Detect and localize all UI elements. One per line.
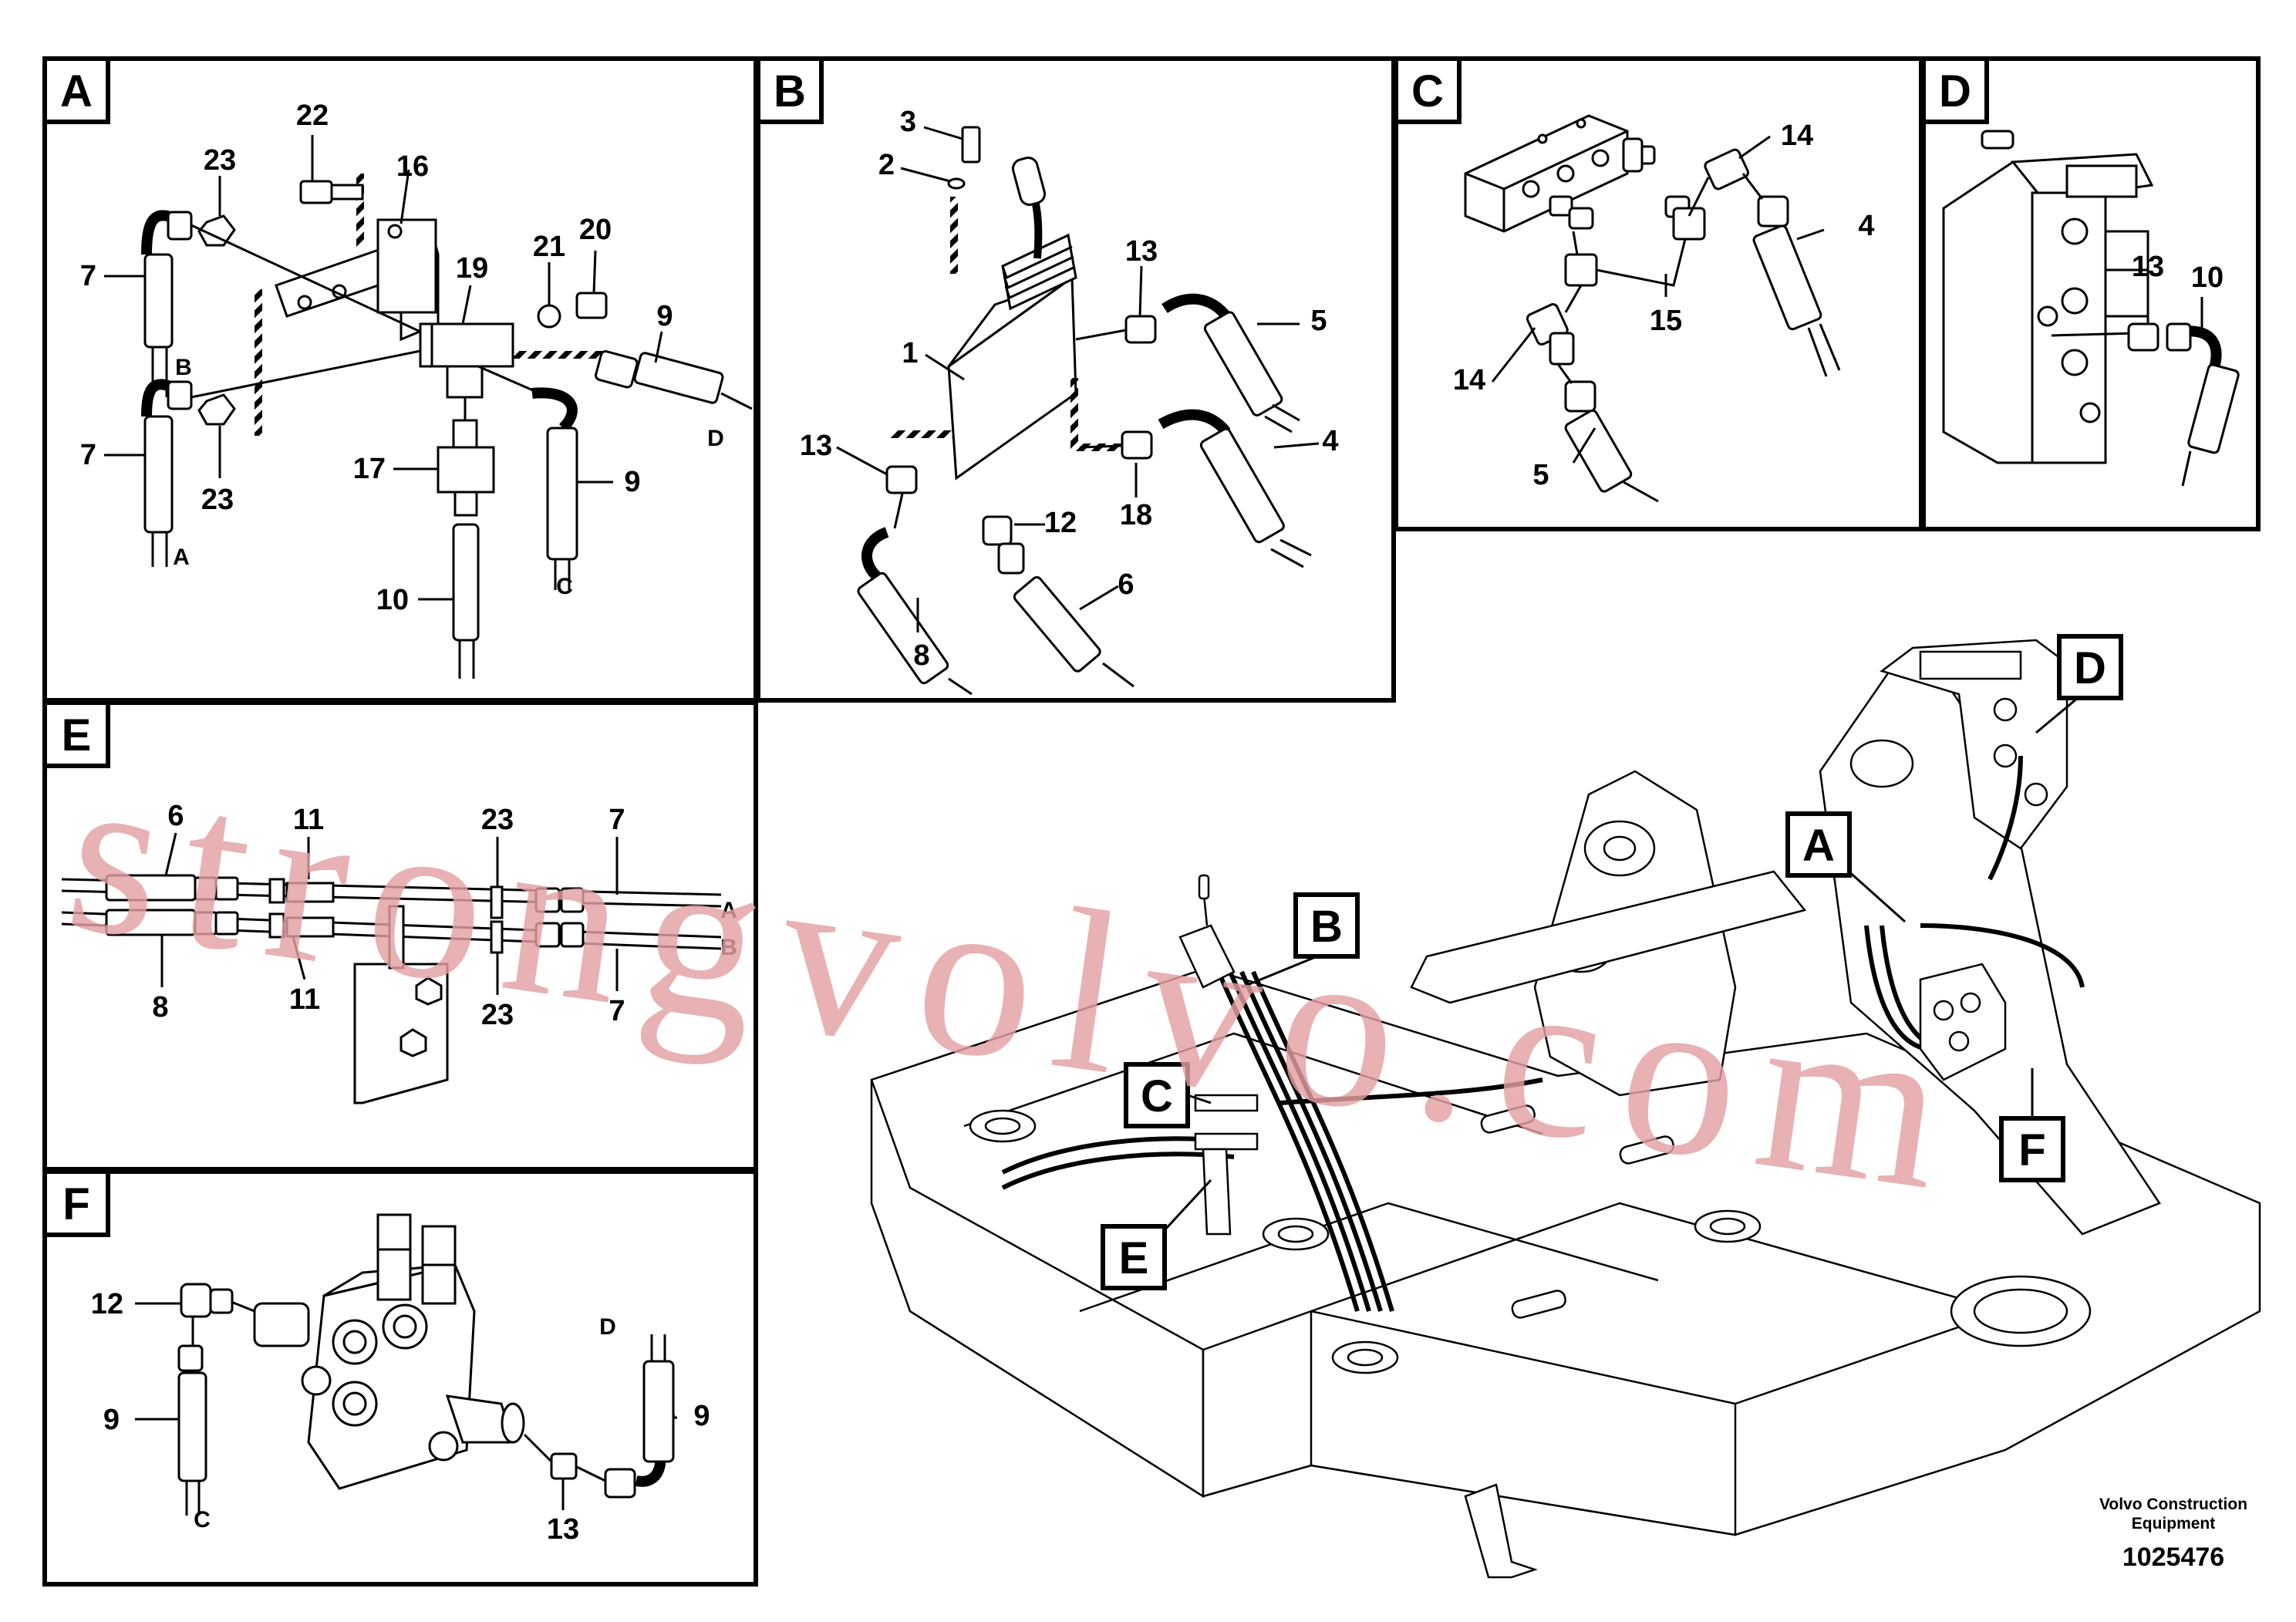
callout-3: 3 [900, 106, 916, 138]
panel-c-frame [1394, 56, 1923, 531]
callout-21: 21 [533, 231, 565, 263]
panel-a-letter: A [60, 66, 93, 116]
panel-c-leaders [1491, 135, 1825, 464]
callout-9: 9 [624, 466, 640, 498]
callout-6: 6 [167, 800, 184, 832]
panel-e-letter: E [62, 710, 92, 760]
brand-line-2: Equipment [2132, 1515, 2216, 1533]
callout-4: 4 [1858, 210, 1874, 242]
callout-23: 23 [204, 144, 236, 177]
panel-c-drawing [1464, 114, 1841, 503]
hose-end-c: C [556, 574, 573, 599]
overview-label-e: E [1119, 1233, 1149, 1283]
callout-8: 8 [913, 639, 929, 672]
panel-b-letter: B [774, 66, 806, 116]
doc-number: 1025476 [2122, 1543, 2224, 1572]
callout-23: 23 [201, 484, 234, 516]
callout-7: 7 [609, 804, 625, 836]
callout-9: 9 [693, 1400, 710, 1432]
panel-f-drawing [177, 1213, 675, 1516]
callout-10: 10 [2191, 261, 2224, 294]
callout-12: 12 [1044, 507, 1077, 539]
hose-end-b: B [175, 355, 192, 380]
panel-c-callouts: 14 4 15 14 5 [1453, 120, 1875, 491]
panel-a-drawing [141, 174, 753, 679]
callout-13: 13 [1125, 235, 1158, 268]
panel-letter-boxes [42, 56, 1989, 1237]
callout-20: 20 [579, 214, 612, 246]
callout-13: 13 [2132, 251, 2164, 283]
overview-label-a: A [1802, 821, 1835, 871]
panel-e-callouts: 6 11 23 7 A B 8 11 23 7 [152, 800, 737, 1031]
callout-7: 7 [609, 995, 625, 1027]
hose-end-a: A [173, 545, 190, 570]
machine-overview-drawing [870, 639, 2261, 1579]
line-end-b: B [720, 935, 737, 960]
callout-11: 11 [289, 983, 320, 1016]
panel-b-callouts: 3 2 13 5 1 4 13 12 18 6 8 [800, 106, 1339, 672]
panel-a-callouts: 22 23 16 7 B 19 21 20 9 D 7 23 17 9 A C … [80, 99, 724, 616]
panel-b-leaders [836, 126, 1320, 632]
callout-1: 1 [902, 337, 918, 369]
panel-a-leaders [104, 135, 663, 601]
panel-f-callouts: 12 D 9 9 C 13 [91, 1288, 710, 1546]
panel-b-drawing [857, 126, 1312, 696]
callout-15: 15 [1650, 305, 1682, 337]
panel-e-leaders [160, 832, 619, 995]
callout-5: 5 [1310, 305, 1327, 337]
line-end-a: A [720, 898, 737, 923]
hose-end-d: D [599, 1314, 616, 1340]
callout-17: 17 [353, 453, 386, 485]
panel-d-drawing [1942, 130, 2240, 487]
overview-label-f: F [2018, 1125, 2045, 1175]
overview-label-c: C [1141, 1071, 1173, 1121]
hose-end-c: C [194, 1507, 211, 1533]
panel-f-leaders [135, 1302, 677, 1510]
callout-12: 12 [91, 1288, 123, 1320]
callout-9: 9 [103, 1404, 120, 1436]
callout-14: 14 [1453, 364, 1485, 396]
callout-11: 11 [293, 804, 324, 836]
callout-13: 13 [800, 430, 832, 462]
callout-8: 8 [152, 991, 168, 1023]
callout-19: 19 [456, 252, 488, 285]
callout-4: 4 [1322, 425, 1338, 457]
callout-2: 2 [878, 149, 895, 181]
overview-label-d: D [2074, 643, 2106, 693]
overview-label-boxes [1101, 634, 2123, 1290]
panel-c-letter: C [1411, 66, 1444, 116]
callout-18: 18 [1120, 499, 1152, 531]
callout-7: 7 [80, 260, 96, 292]
panel-d-callouts: 13 10 [2132, 251, 2224, 294]
callout-14: 14 [1781, 120, 1813, 152]
callout-6: 6 [1118, 568, 1134, 601]
panel-d-leaders [2146, 285, 2203, 328]
callout-16: 16 [396, 150, 429, 183]
hose-end-d: D [707, 426, 724, 451]
callout-5: 5 [1532, 459, 1549, 491]
callout-23: 23 [481, 804, 514, 836]
callout-23: 23 [481, 999, 514, 1031]
overview-label-b: B [1310, 902, 1343, 952]
panel-f-frame [42, 1169, 758, 1587]
panel-d-frame [1921, 56, 2261, 531]
panel-d-letter: D [1939, 66, 1971, 116]
callout-13: 13 [547, 1513, 579, 1546]
panel-f-letter: F [62, 1179, 89, 1229]
callout-9: 9 [656, 300, 673, 332]
callout-7: 7 [80, 439, 96, 471]
brand-line-1: Volvo Construction [2099, 1496, 2247, 1513]
callout-10: 10 [376, 584, 409, 616]
callout-22: 22 [296, 99, 329, 132]
